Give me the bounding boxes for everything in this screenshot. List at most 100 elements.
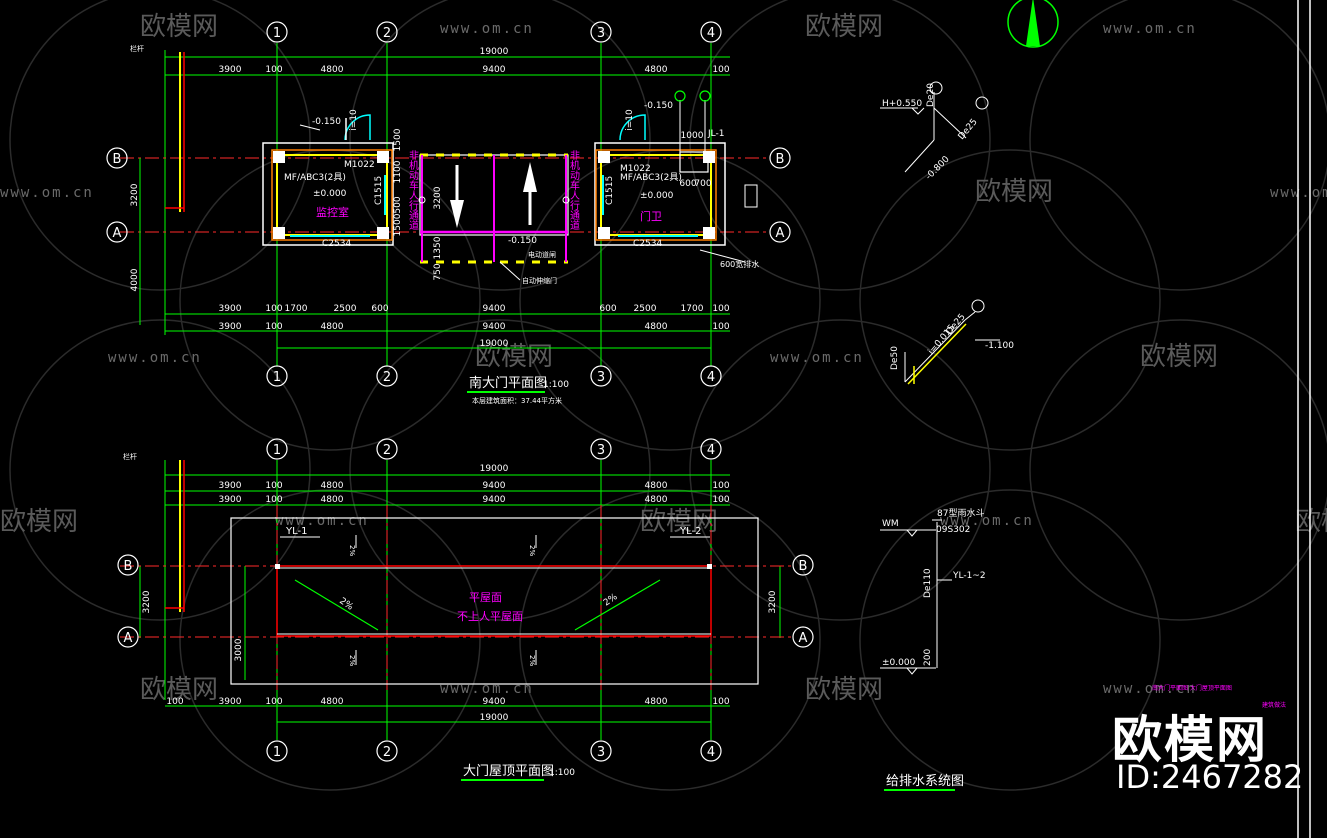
wm-url: www.om.cn <box>275 513 369 529</box>
roof-drawing <box>120 460 795 740</box>
dim-text: 9400 <box>483 304 506 314</box>
dim-text: 19000 <box>480 47 509 57</box>
axis-label: 1 <box>273 370 281 385</box>
water-labels: H+0.550 De20 De25 -0.800 De50 i=0.015 De… <box>882 83 1286 709</box>
roof-label-1: 平屋面 <box>469 591 502 604</box>
water-label: De50 <box>890 346 900 370</box>
dim-text: 9400 <box>483 697 506 707</box>
axis-label: 1 <box>273 443 281 458</box>
dim-text: 700 <box>694 179 711 189</box>
plan-title: 南大门平面图 1:100 本层建筑面积：37.44平方米 <box>467 375 569 405</box>
roof-axis-bubbles <box>117 438 814 762</box>
dim-text: 3200 <box>433 186 443 209</box>
door-label: M1022 <box>344 160 375 170</box>
room-label: 监控室 <box>316 205 349 219</box>
dim-text: 19000 <box>480 464 509 474</box>
dim-text: 3900 <box>219 697 242 707</box>
dim-text: 1350 <box>433 236 443 259</box>
dim-text: 4800 <box>321 322 344 332</box>
dim-text: 100 <box>265 322 282 332</box>
dim-text: 4800 <box>645 495 668 505</box>
plan-area-note: 本层建筑面积：37.44平方米 <box>472 396 562 405</box>
dim-text: 100 <box>265 697 282 707</box>
dim-text: 3900 <box>219 322 242 332</box>
window-label: C1515 <box>374 176 384 205</box>
roof-labels: YL-1 YL-2 平屋面 不上人平屋面 2% 2% 2% 2% 2% 2% <box>285 526 701 666</box>
dim-text: 9400 <box>483 322 506 332</box>
dim-text: 4800 <box>321 481 344 491</box>
wm-brand: 欧模网 <box>805 12 883 42</box>
gate-label: 自动伸缩门 <box>522 276 557 285</box>
dim-text: i=10 <box>625 109 635 131</box>
dim-text: 1700 <box>681 304 704 314</box>
dim-text: 100 <box>712 65 729 75</box>
elev-label: -0.150 <box>508 236 537 246</box>
dim-text: 4800 <box>645 481 668 491</box>
yl-label: YL-2 <box>679 526 701 537</box>
dim-text: 3200 <box>142 590 152 613</box>
water-legend: 南大门平面图 大门屋顶平面图 <box>1152 684 1232 692</box>
slope-label: 2% <box>348 545 356 556</box>
elev-label: -0.150 <box>312 117 341 127</box>
axis-label: 3 <box>597 745 605 760</box>
axis-label: B <box>124 559 133 574</box>
extinguisher-label: MF/ABC3(2具) <box>620 172 682 183</box>
wm-url: www.om.cn <box>440 681 534 697</box>
plan-labels: -0.150 -0.150 -0.150 ±0.000 ±0.000 M1022… <box>130 44 759 285</box>
roof-title: 大门屋顶平面图 1:100 <box>461 764 575 781</box>
dim-text: 19000 <box>480 339 509 349</box>
slope-label: 2% <box>348 655 356 666</box>
water-title: 给排水系统图 <box>884 774 964 791</box>
water-drawing <box>880 81 1000 675</box>
slope-label: 2% <box>528 545 536 556</box>
axis-label: A <box>776 226 785 241</box>
axis-label: 1 <box>273 745 281 760</box>
dim-text: 100 <box>265 481 282 491</box>
wm-brand: 欧模网 <box>0 507 78 537</box>
roof-scale: 1:100 <box>549 768 575 778</box>
brand-watermark: 欧模网 <box>1112 711 1268 769</box>
wm-url: www.om.cn <box>440 21 534 37</box>
dim-text: 1700 <box>285 304 308 314</box>
axis-label: 2 <box>383 745 391 760</box>
dim-text: 4800 <box>645 65 668 75</box>
dim-text: 100 <box>265 495 282 505</box>
dim-text: 100 <box>712 304 729 314</box>
jl-label: JL-1 <box>707 129 724 139</box>
dim-text: 1000 <box>681 131 704 141</box>
axis-label: 4 <box>707 443 715 458</box>
water-label: -0.800 <box>924 154 952 182</box>
watermark-texts: 欧模网 欧模网 欧模网 欧模网 欧模网 欧模网 欧模网 欧模网 欧模网 欧模网 … <box>0 12 1327 705</box>
wm-brand: 欧模网 <box>975 177 1053 207</box>
dim-text: 1500 <box>393 128 403 151</box>
axis-label: 4 <box>707 26 715 41</box>
water-label: De25 <box>957 117 980 142</box>
dim-text: 100 <box>712 322 729 332</box>
yl-label: YL-1 <box>285 526 307 537</box>
axis-label: 1 <box>273 26 281 41</box>
wm-url: www.om.cn <box>940 513 1034 529</box>
dim-text: 500 <box>393 196 403 213</box>
wm-brand: 欧模网 <box>140 12 218 42</box>
axis-label: 2 <box>383 26 391 41</box>
roof-dims: 19000 3900 100 4800 9400 4800 100 3900 1… <box>123 452 778 723</box>
sheet-frame <box>1297 0 1311 838</box>
dim-text: 100 <box>166 697 183 707</box>
wm-brand: 欧模网 <box>475 342 553 372</box>
axis-label: 3 <box>597 26 605 41</box>
slope-label: 2% <box>602 592 620 609</box>
wm-url: www.om.cn <box>0 185 94 201</box>
roof-title-text: 大门屋顶平面图 <box>463 764 554 779</box>
water-label: H+0.550 <box>882 99 922 109</box>
window-label: C1515 <box>605 176 615 205</box>
axis-label: 4 <box>707 370 715 385</box>
elev-label: ±0.000 <box>640 191 674 201</box>
dim-text: 4000 <box>130 268 140 291</box>
water-label: De20 <box>926 83 936 107</box>
dim-text: 4800 <box>645 697 668 707</box>
plan-axis-labels: 1 2 3 4 1 2 3 4 B A B A <box>113 26 785 385</box>
axis-label: 2 <box>383 370 391 385</box>
dim-text: 750 <box>433 263 443 280</box>
wm-url: www.om.cn <box>1103 681 1197 697</box>
dim-text: 100 <box>265 304 282 314</box>
